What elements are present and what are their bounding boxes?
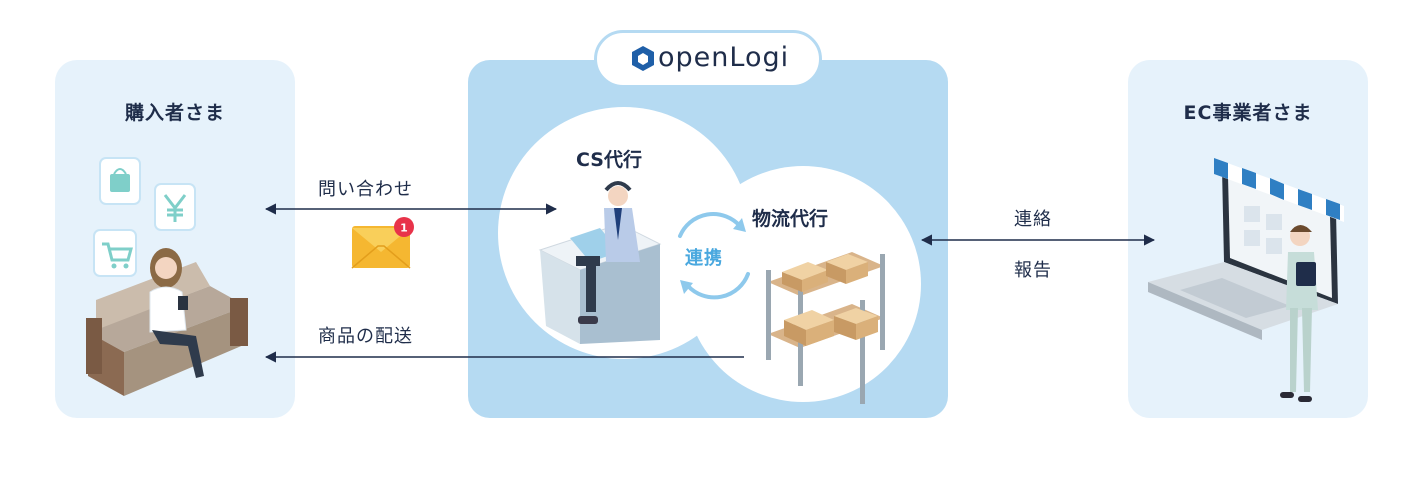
merchant-title: EC事業者さま <box>1183 102 1313 124</box>
badge-count: 1 <box>400 222 408 235</box>
cart-icon <box>93 229 137 277</box>
awning-icon <box>1214 158 1344 222</box>
logo-text: openLogi <box>658 42 790 73</box>
box-icon <box>834 308 878 340</box>
cs-agent-illustration <box>538 181 662 344</box>
warehouse-illustration <box>766 252 885 404</box>
report-label: 報告 <box>1014 260 1052 281</box>
box-icon <box>826 254 868 284</box>
yen-icon <box>154 183 196 231</box>
merchant-illustration <box>1148 158 1344 402</box>
box-icon <box>784 310 834 346</box>
box-icon <box>782 262 828 292</box>
sync-icon <box>678 212 750 300</box>
inquiry-label: 問い合わせ <box>318 179 413 200</box>
link-label: 連携 <box>685 248 723 269</box>
envelope-icon <box>351 226 411 269</box>
buyer-illustration <box>86 248 248 396</box>
cs-title: CS代行 <box>576 149 642 171</box>
shopping-bag-icon <box>99 157 141 205</box>
contact-label: 連絡 <box>1014 209 1052 230</box>
delivery-label: 商品の配送 <box>318 326 413 347</box>
buyer-title: 購入者さま <box>124 102 225 124</box>
logistics-title: 物流代行 <box>752 208 829 230</box>
notification-badge <box>394 217 414 237</box>
